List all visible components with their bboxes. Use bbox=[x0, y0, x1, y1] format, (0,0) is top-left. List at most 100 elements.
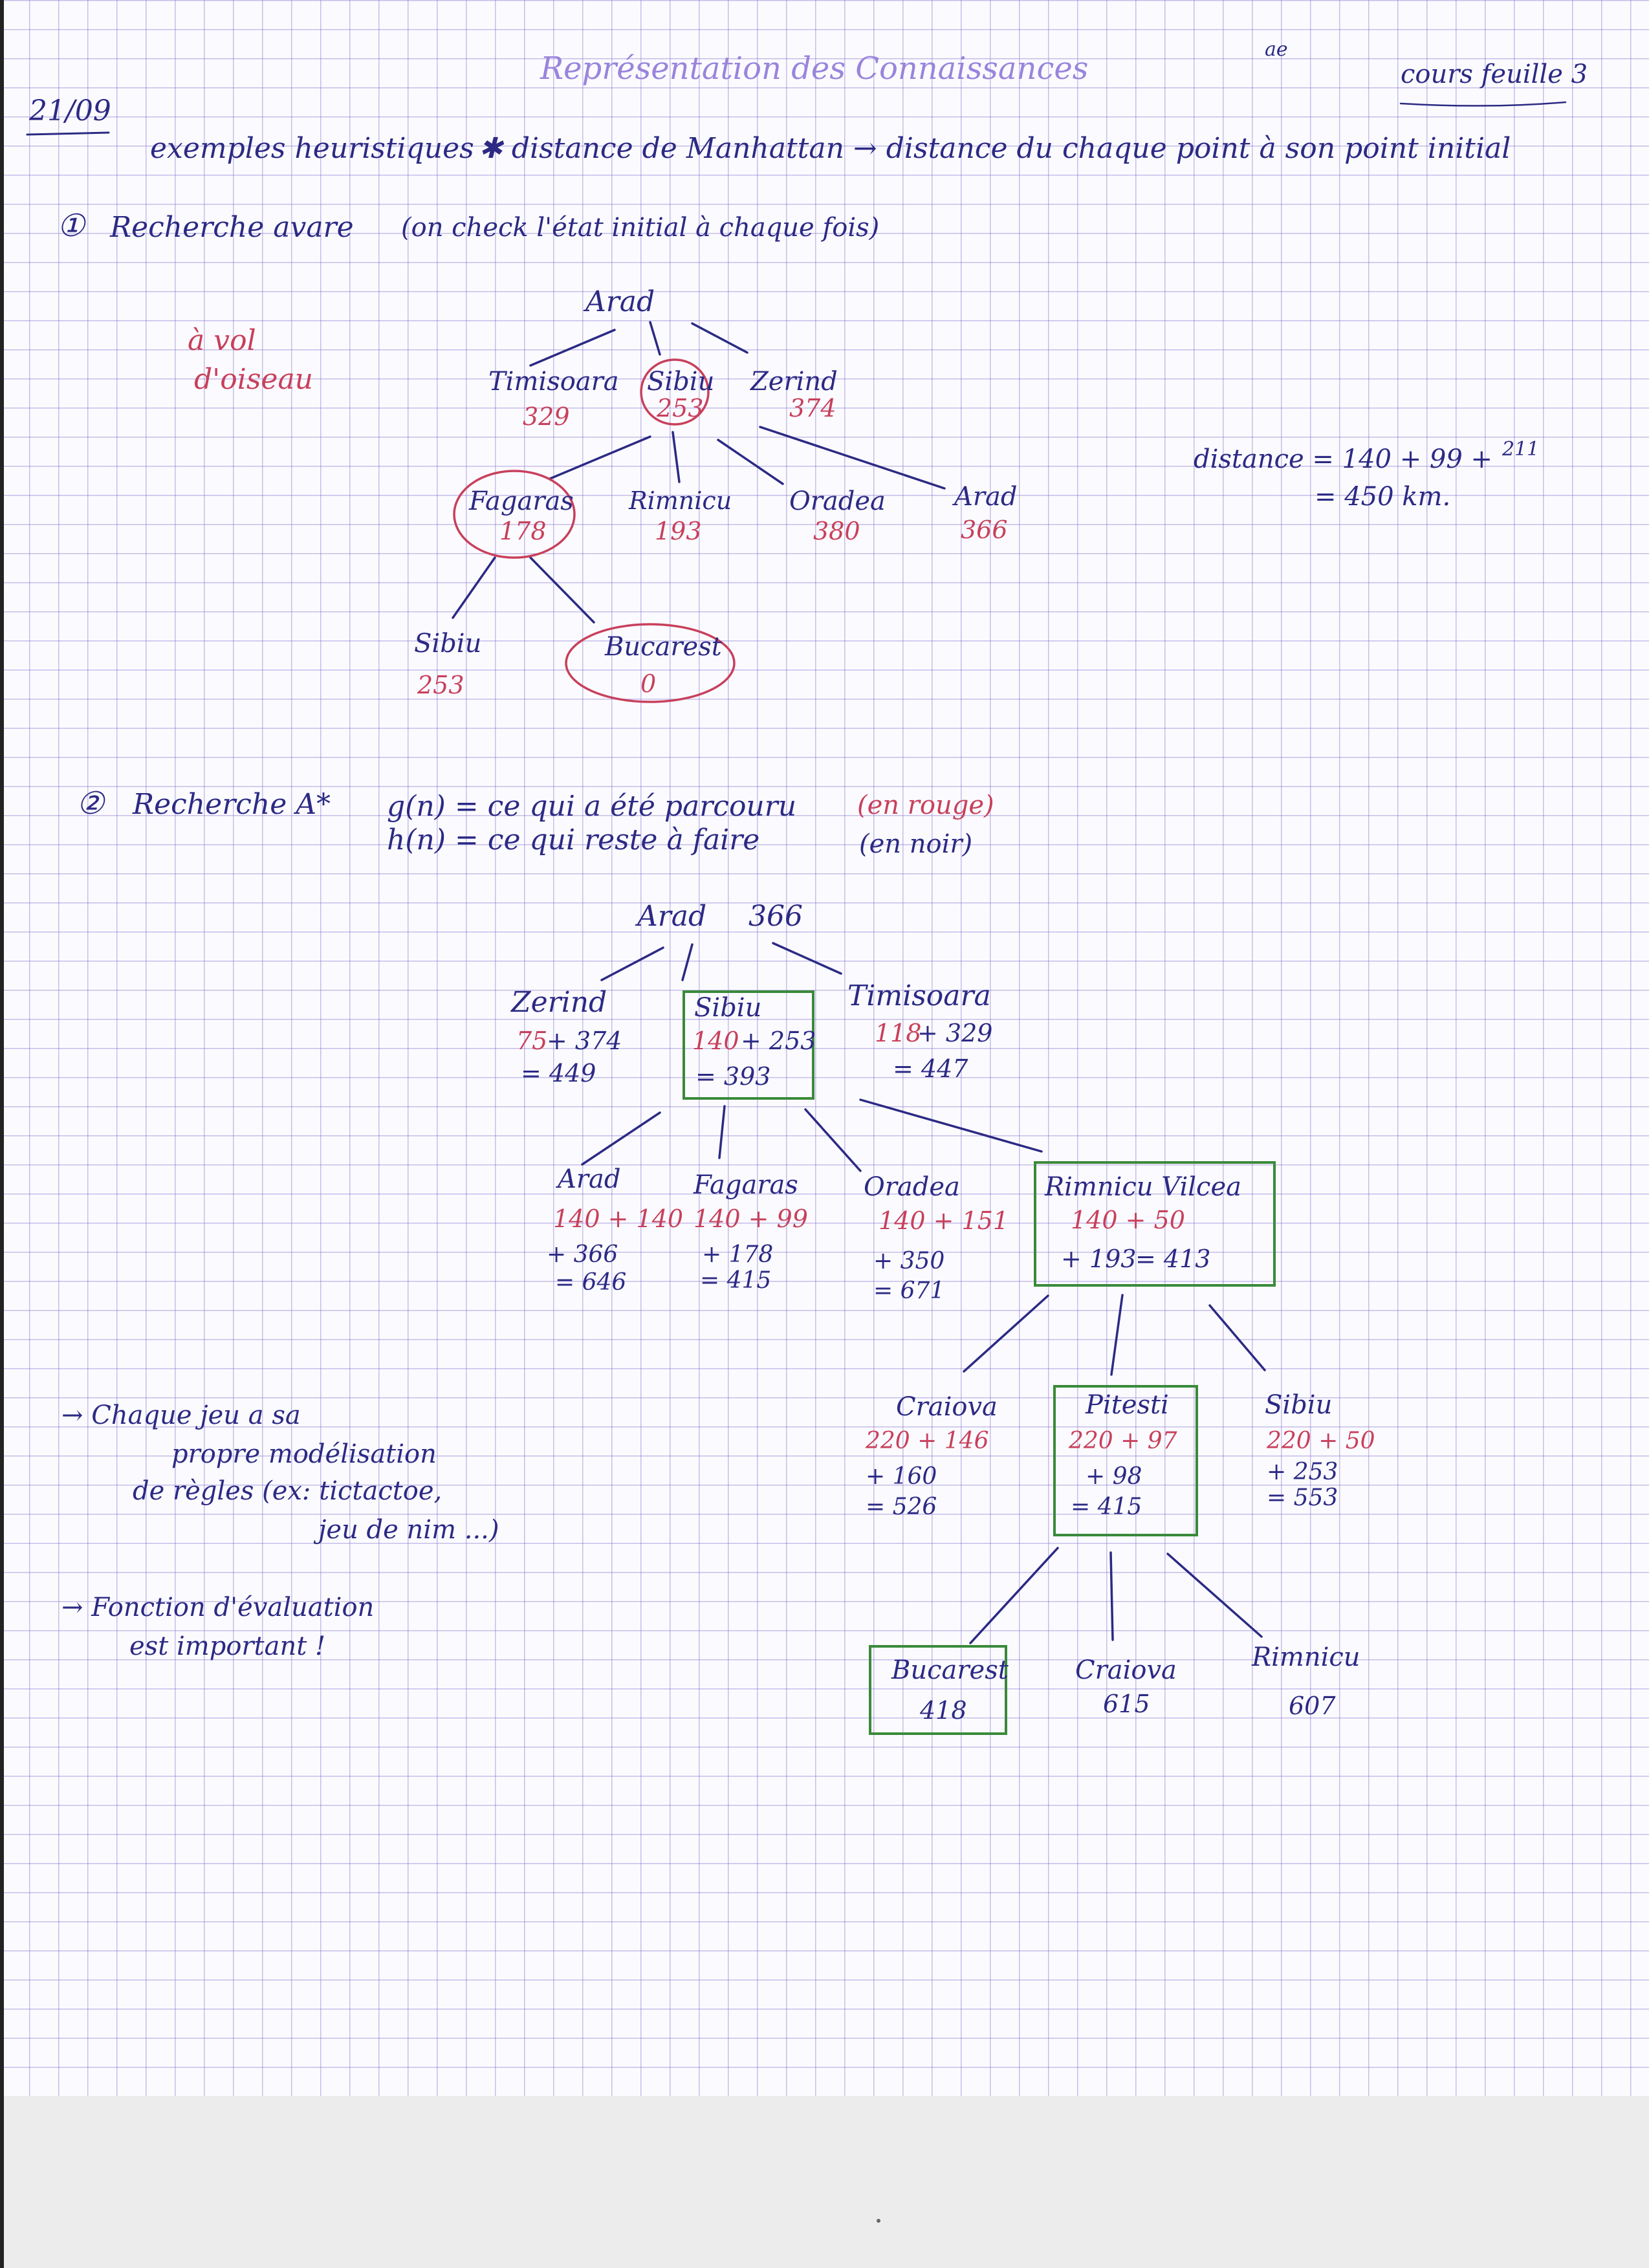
a-rimnicu2-value: 607 bbox=[1289, 1692, 1336, 1720]
bucarest-circle bbox=[565, 623, 736, 703]
g-timisoara-value: 329 bbox=[523, 402, 570, 431]
a-oradea: Oradea bbox=[864, 1172, 960, 1202]
edge-fagaras-bucarest bbox=[529, 556, 595, 624]
g-oradea-value: 380 bbox=[813, 517, 860, 545]
intro-left: exemples heuristiques bbox=[150, 132, 474, 165]
g-fagaras: Fagaras bbox=[469, 486, 574, 516]
a-oradea-g: 140 + 151 bbox=[879, 1206, 1009, 1235]
a-rimnicu2: Rimnicu bbox=[1252, 1642, 1360, 1672]
note1-line1: → Chaque jeu a sa bbox=[61, 1401, 301, 1430]
a-oradea-f: = 671 bbox=[873, 1278, 945, 1304]
notebook-page: Représentation des Connaissances ae cour… bbox=[0, 0, 1649, 2096]
date-underline bbox=[26, 131, 110, 136]
a-sibiu-g: 140 bbox=[692, 1027, 739, 1055]
a-rimnicu-h: + 193 bbox=[1061, 1245, 1137, 1273]
edge-a-pitesti-craiova bbox=[1109, 1551, 1114, 1641]
h-definition-note: (en noir) bbox=[859, 829, 973, 859]
rimnicu-box bbox=[1034, 1161, 1276, 1287]
a-root-value: 366 bbox=[748, 900, 803, 933]
edge-a-arad-timisoara bbox=[772, 942, 842, 975]
a-zerind: Zerind bbox=[511, 986, 607, 1019]
edge-fagaras-sibiu bbox=[452, 556, 496, 619]
a-arad2-h: + 366 bbox=[547, 1241, 618, 1268]
a-fagaras: Fagaras bbox=[693, 1170, 798, 1200]
edge-sibiu-oradea bbox=[717, 439, 784, 485]
a-timisoara-g: 118 bbox=[875, 1019, 922, 1047]
edge-a-rimnicu-craiova bbox=[963, 1294, 1049, 1373]
a-sibiu3-h: + 253 bbox=[1267, 1459, 1338, 1485]
edge-a-pitesti-rimnicu bbox=[1166, 1553, 1263, 1638]
g-zerind-value: 374 bbox=[789, 394, 836, 422]
sheet-label: cours feuille 3 bbox=[1401, 60, 1588, 89]
edge-arad-sibiu bbox=[649, 321, 661, 356]
a-pitesti: Pitesti bbox=[1086, 1390, 1169, 1420]
a-craiova2: Craiova bbox=[1075, 1655, 1177, 1685]
pitesti-box bbox=[1053, 1385, 1198, 1536]
section2-title: Recherche A* bbox=[133, 788, 331, 821]
edge-sibiu-fagaras bbox=[549, 435, 651, 480]
section2-number: ② bbox=[76, 785, 105, 822]
sibiu-circle bbox=[640, 358, 710, 426]
a-sibiu3-g: 220 + 50 bbox=[1267, 1428, 1375, 1454]
a-zerind-f: = 449 bbox=[521, 1059, 596, 1087]
g-arad-value: 366 bbox=[961, 516, 1008, 544]
a-timisoara-h: + 329 bbox=[917, 1019, 993, 1047]
a-bucarest: Bucarest bbox=[891, 1655, 1009, 1685]
sheet-underline bbox=[1399, 101, 1567, 107]
sibiu-box bbox=[683, 990, 814, 1100]
a-arad2-g: 140 + 140 bbox=[553, 1205, 684, 1233]
edge-a-sibiu-rimnicu bbox=[859, 1098, 1043, 1153]
a-pitesti-g: 220 + 97 bbox=[1069, 1428, 1177, 1454]
g-sibiu: Sibiu bbox=[647, 367, 715, 397]
g-arad: Arad bbox=[954, 482, 1018, 512]
a-oradea-h: + 350 bbox=[873, 1248, 945, 1274]
a-timisoara: Timisoara bbox=[847, 979, 991, 1012]
edge-a-sibiu-arad bbox=[581, 1111, 661, 1166]
g-rimnicu-value: 193 bbox=[655, 517, 702, 545]
corner-mark: ae bbox=[1265, 38, 1288, 61]
a-craiova-h: + 160 bbox=[866, 1463, 937, 1490]
section1-title: Recherche avare bbox=[110, 211, 354, 244]
a-bucarest-value: 418 bbox=[920, 1696, 967, 1725]
edge-a-sibiu-fagaras bbox=[718, 1105, 726, 1159]
a-craiova-f: = 526 bbox=[866, 1494, 937, 1520]
a-rimnicu-f: = 413 bbox=[1135, 1245, 1211, 1273]
h-definition: h(n) = ce qui reste à faire bbox=[387, 823, 760, 856]
note2-line1: → Fonction d'évaluation bbox=[61, 1593, 375, 1622]
edge-arad-zerind bbox=[691, 322, 748, 354]
a-zerind-h: + 374 bbox=[547, 1027, 622, 1055]
a-craiova2-value: 615 bbox=[1103, 1690, 1150, 1718]
edge-a-rimnicu-pitesti bbox=[1110, 1294, 1124, 1376]
g-zerind: Zerind bbox=[750, 367, 838, 397]
a-root: Arad bbox=[637, 900, 707, 933]
a-pitesti-h: + 98 bbox=[1086, 1463, 1142, 1490]
section1-number: ① bbox=[57, 208, 85, 244]
page-title: Représentation des Connaissances bbox=[540, 50, 1089, 87]
g-timisoara: Timisoara bbox=[488, 367, 619, 397]
side-note-line2: d'oiseau bbox=[194, 363, 314, 396]
bucarest-box bbox=[869, 1645, 1007, 1735]
fagaras-circle bbox=[453, 470, 576, 559]
g-definition: g(n) = ce qui a été parcouru bbox=[387, 790, 797, 823]
a-fagaras-f: = 415 bbox=[700, 1267, 772, 1294]
diagram-lines bbox=[26, 101, 1567, 1735]
a-sibiu: Sibiu bbox=[694, 993, 762, 1023]
a-fagaras-g: 140 + 99 bbox=[693, 1205, 808, 1233]
date: 21/09 bbox=[29, 94, 111, 127]
a-sibiu-f: = 393 bbox=[695, 1062, 771, 1091]
edge-a-rimnicu-sibiu bbox=[1208, 1304, 1266, 1371]
a-sibiu3-f: = 553 bbox=[1267, 1485, 1338, 1511]
note1-line4: jeu de nim ...) bbox=[318, 1515, 499, 1545]
edge-a-arad-sibiu bbox=[681, 943, 693, 981]
g-bucarest: Bucarest bbox=[605, 632, 722, 662]
g-root: Arad bbox=[585, 285, 655, 318]
side-note-line1: à vol bbox=[188, 324, 256, 357]
distance-line1: distance = 140 + 99 + bbox=[1194, 444, 1493, 474]
g-sibiu2: Sibiu bbox=[414, 629, 482, 659]
a-rimnicu-g: 140 + 50 bbox=[1071, 1206, 1185, 1234]
g-fagaras-value: 178 bbox=[499, 517, 547, 545]
page-binding-edge bbox=[0, 0, 4, 2268]
distance-sup: 211 bbox=[1502, 438, 1540, 461]
edge-arad-timisoara bbox=[529, 329, 616, 367]
g-bucarest-value: 0 bbox=[640, 670, 657, 698]
